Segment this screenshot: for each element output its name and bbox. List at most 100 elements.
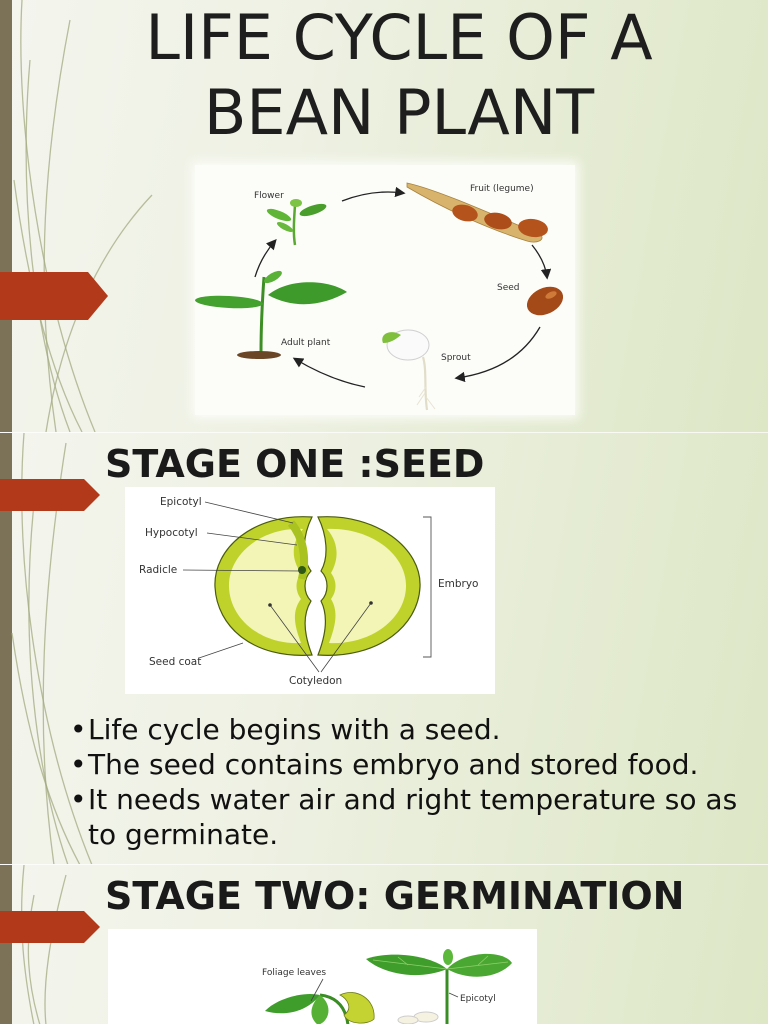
bullet-marker: • <box>70 783 87 816</box>
bullet-text: Life cycle begins with a seed. <box>88 713 501 746</box>
slide-title: LIFE CYCLE OF A BEAN PLANT Flower <box>0 0 768 432</box>
cycle-arrow-sprout-to-adult <box>292 357 366 388</box>
swirl-line <box>11 632 81 864</box>
slide-marker-tag <box>0 479 100 511</box>
title-line-2: BEAN PLANT <box>203 76 595 149</box>
germination-svg: Foliage leaves Epicotyl <box>262 949 512 1024</box>
leader-line-cotyledon <box>269 602 372 673</box>
seed-remnant <box>397 1015 419 1024</box>
slide-left-bar <box>0 433 12 864</box>
leader-line-radicle <box>182 569 302 572</box>
cycle-arrow-flower-to-fruit <box>341 186 406 202</box>
slide-title-text: LIFE CYCLE OF A BEAN PLANT <box>30 0 768 150</box>
radicle-tip <box>298 566 306 574</box>
list-item: • Life cycle begins with a seed. <box>70 712 764 747</box>
slide-heading: STAGE ONE :SEED <box>105 442 485 486</box>
label-sprout: Sprout <box>441 353 471 363</box>
sprout-root <box>421 356 429 411</box>
swirl-line <box>20 0 96 432</box>
seedling-stem <box>319 993 350 1024</box>
adult-plant-leaf <box>268 282 347 305</box>
label-seed: Seed <box>497 283 520 293</box>
flower-illustration <box>266 199 327 246</box>
swirl-line <box>44 874 67 1024</box>
adult-plant-leaf <box>264 270 282 284</box>
seed-anatomy-svg: Epicotyl Hypocotyl Radicle Seed coat Cot… <box>139 496 478 687</box>
cycle-arrow-fruit-to-seed <box>531 244 552 280</box>
flower-leaf <box>266 208 292 222</box>
flower-stem <box>292 204 297 246</box>
adult-plant-illustration <box>195 270 347 359</box>
adult-plant-soil <box>237 351 281 359</box>
label-seed-coat: Seed coat <box>149 656 201 668</box>
slide-stage-two: STAGE TWO: GERMINATION Foliage leaves Ep… <box>0 864 768 1024</box>
cotyledon-shape <box>339 992 375 1024</box>
plant-bud <box>443 949 453 965</box>
foliage-leaf <box>366 954 447 976</box>
slide-left-bar <box>0 865 12 1024</box>
swirl-line <box>43 19 71 432</box>
seed-highlight <box>545 291 557 299</box>
seed-anatomy-diagram: Epicotyl Hypocotyl Radicle Seed coat Cot… <box>125 487 495 694</box>
flower-leaf <box>299 203 327 217</box>
leader-line-epicotyl <box>204 501 294 524</box>
bullet-text: The seed contains embryo and stored food… <box>88 748 699 781</box>
swirl-line <box>13 179 83 432</box>
label-radicle: Radicle <box>139 564 177 576</box>
cycle-arrow-adult-to-flower <box>254 239 277 278</box>
label-epicotyl: Epicotyl <box>160 496 202 508</box>
leader-line-hypocotyl <box>206 532 298 546</box>
leader-line-foliage <box>310 978 324 1002</box>
cotyledon-left-inner <box>228 528 303 644</box>
flower-leaf <box>276 222 294 232</box>
bullet-marker: • <box>70 748 87 781</box>
adult-plant-leaf <box>195 295 263 309</box>
label-fruit: Fruit (legume) <box>470 184 534 194</box>
list-item: • The seed contains embryo and stored fo… <box>70 747 764 782</box>
label-flower: Flower <box>254 191 284 201</box>
seedling-leaf <box>265 993 320 1014</box>
slide-marker-tag <box>0 911 100 943</box>
swirl-line <box>28 502 69 864</box>
seed-illustration <box>526 286 564 316</box>
embryo-bracket <box>423 516 432 658</box>
leader-line-epicotyl <box>448 992 459 998</box>
label-embryo: Embryo <box>438 578 478 590</box>
sprout-leaf <box>382 332 401 343</box>
flower-bud <box>290 199 302 207</box>
leader-line-seed-coat <box>198 642 244 659</box>
label-foliage-leaves: Foliage leaves <box>262 968 326 978</box>
seedling-leaf <box>311 995 329 1024</box>
bullet-text: It needs water air and right temperature… <box>88 783 738 851</box>
germination-diagram: Foliage leaves Epicotyl <box>108 929 537 1024</box>
label-hypocotyl: Hypocotyl <box>145 527 198 539</box>
life-cycle-diagram-svg: Flower Fruit (legume) Seed <box>195 182 564 411</box>
leader-dot <box>369 601 373 605</box>
swirl-line <box>25 59 71 432</box>
pod-bean <box>484 212 512 230</box>
slide-marker-tag <box>0 272 108 320</box>
label-epicotyl: Epicotyl <box>460 994 496 1004</box>
bean-pod-illustration <box>406 182 548 243</box>
leader-dot <box>268 603 272 607</box>
pod-bean <box>518 218 548 238</box>
title-line-1: LIFE CYCLE OF A <box>145 1 653 74</box>
cycle-arrow-seed-to-sprout <box>454 326 541 383</box>
slide-left-bar <box>0 0 12 432</box>
adult-plant-stem <box>259 276 266 354</box>
pod-bean <box>452 204 478 222</box>
slide-stage-one: STAGE ONE :SEED Epicotyl Hypocotyl Radic… <box>0 432 768 864</box>
sprout-root-hairs <box>416 386 436 410</box>
swirl-line <box>20 865 35 1024</box>
seed-shape <box>526 286 564 316</box>
label-cotyledon: Cotyledon <box>289 675 342 687</box>
bullet-marker: • <box>70 713 87 746</box>
label-adult-plant: Adult plant <box>281 338 331 348</box>
life-cycle-diagram: Flower Fruit (legume) Seed <box>195 165 575 415</box>
sprout-illustration <box>382 329 436 411</box>
slide-heading: STAGE TWO: GERMINATION <box>105 874 685 918</box>
leaf-veins <box>372 955 509 970</box>
list-item: • It needs water air and right temperatu… <box>70 782 764 852</box>
cotyledon-right-inner <box>327 528 407 644</box>
bullet-list: • Life cycle begins with a seed. • The s… <box>70 712 764 852</box>
